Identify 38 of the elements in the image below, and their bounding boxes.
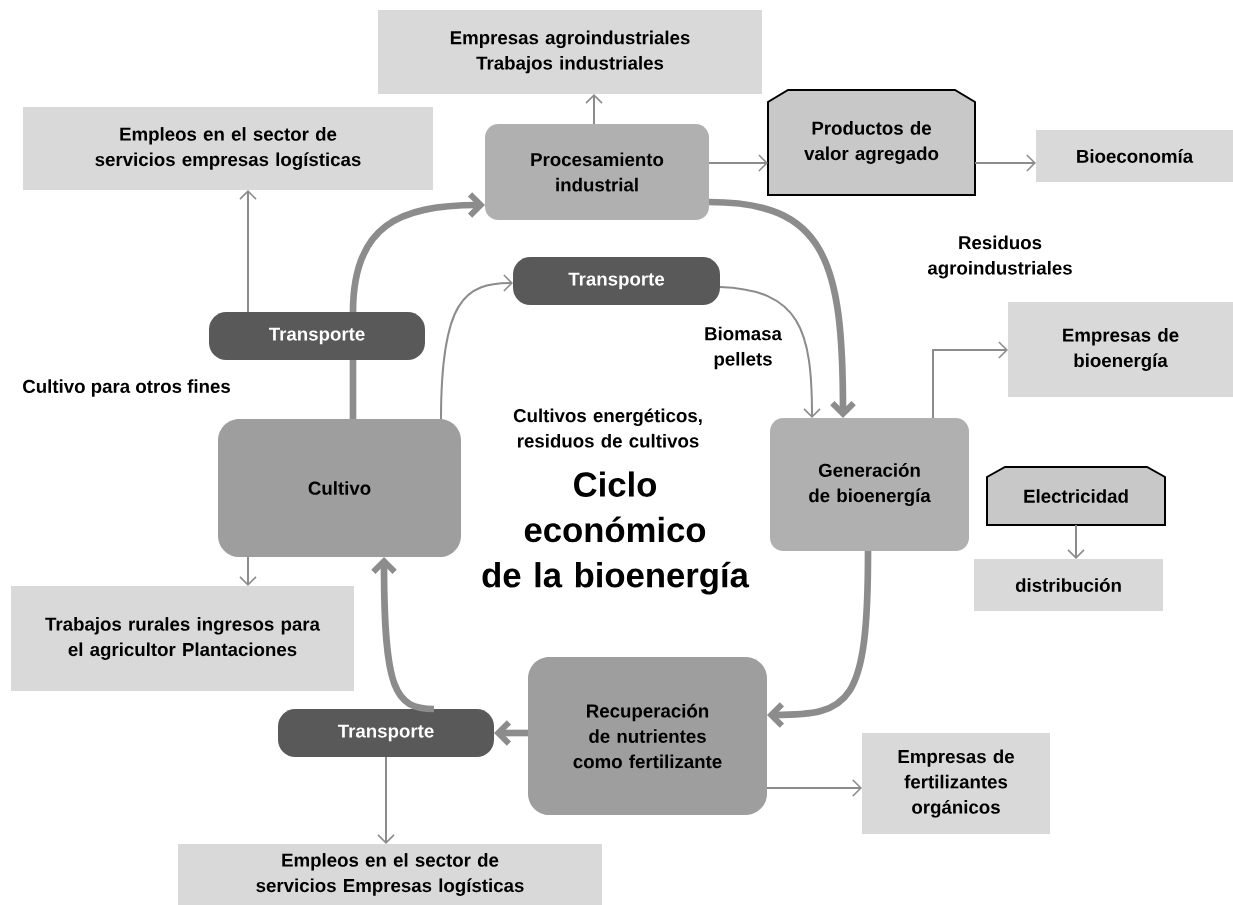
arrow xyxy=(585,94,603,125)
title: Ciclo económico de la bioenergía xyxy=(482,471,750,595)
process-box: Generación de bioenergía xyxy=(770,418,969,551)
note-text: Cultivos energéticos, residuos de cultivos xyxy=(513,408,702,448)
transport-pill: Transporte xyxy=(209,312,425,360)
info-box: Empleos en el sector de servicios Empresas logísticas xyxy=(178,844,602,905)
process-box: Cultivo xyxy=(218,419,461,557)
process-box: Procesamiento industrial xyxy=(485,124,709,220)
note-text: Biomasa pellets xyxy=(705,326,782,370)
chamfered-box: Productos de valor agregado xyxy=(767,89,976,196)
arrow xyxy=(440,274,513,420)
chamfered-box: Electricidad xyxy=(986,466,1166,526)
arrow xyxy=(974,154,1036,172)
arrow xyxy=(239,190,257,313)
transport-pill: Transporte xyxy=(513,257,720,305)
info-box: Bioeconomía xyxy=(1036,130,1233,182)
arrow xyxy=(494,720,528,746)
arrow xyxy=(371,557,435,713)
info-box: Trabajos rurales ingresos para el agricultor Plantaciones xyxy=(11,586,354,691)
arrow xyxy=(766,779,862,797)
info-box: Empresas agroindustriales Trabajos industriales xyxy=(378,10,762,94)
info-box: Empresas de bioenergía xyxy=(1008,302,1233,397)
note-text: Cultivo para otros fines xyxy=(23,379,230,397)
arrow xyxy=(719,286,821,418)
arrow xyxy=(708,198,856,418)
arrow xyxy=(932,341,1008,419)
arrow xyxy=(767,550,872,728)
arrow xyxy=(377,756,395,844)
arrow xyxy=(708,154,768,172)
arrow xyxy=(239,556,257,586)
info-box: Empresas de fertilizantes orgánicos xyxy=(862,733,1050,834)
arrow xyxy=(1067,524,1085,559)
info-box: Empleos en el sector de servicios empresas logísticas xyxy=(23,107,433,190)
info-box: distribución xyxy=(974,559,1163,611)
transport-pill: Transporte xyxy=(278,709,494,757)
note-text: Residuos agroindustriales xyxy=(927,235,1072,279)
process-box: Recuperación de nutrientes como fertilizante xyxy=(528,657,767,815)
arrow xyxy=(349,192,485,313)
